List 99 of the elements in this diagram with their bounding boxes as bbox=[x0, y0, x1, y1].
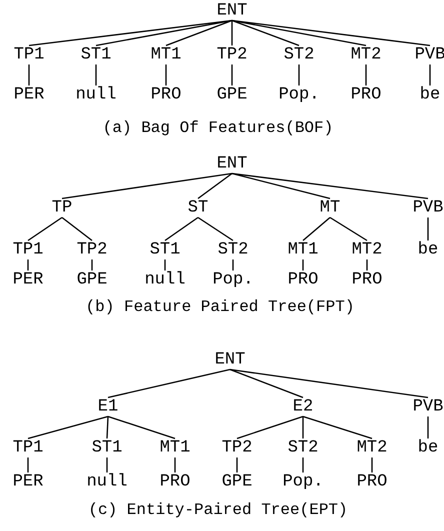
tree-branch-line bbox=[91, 260, 93, 270]
tree-node-label: PER bbox=[14, 86, 44, 104]
tree-branch-line bbox=[166, 20, 232, 46]
tree-node-label: ST1 bbox=[150, 242, 180, 258]
tree-node-label: MT bbox=[320, 200, 340, 216]
tree-branch-line bbox=[429, 64, 431, 86]
tree-branch-line bbox=[232, 20, 430, 46]
tree-node-label: PER bbox=[12, 272, 44, 288]
tree-branch-line bbox=[174, 458, 176, 472]
tree-node-label: be bbox=[418, 242, 438, 258]
tree-node-label: ENT bbox=[214, 352, 246, 368]
tree-node-label: PRO bbox=[350, 86, 382, 104]
tree-branch-line bbox=[198, 172, 232, 200]
tree-node-label: TP1 bbox=[12, 440, 44, 456]
tree-branch-line bbox=[28, 216, 62, 242]
tree-node-label: PVB bbox=[412, 398, 444, 416]
tree-node-label: TP1 bbox=[12, 242, 44, 258]
tree-branch-line bbox=[232, 172, 428, 200]
tree-node-label: ST1 bbox=[92, 440, 122, 456]
tree-branch-line bbox=[232, 260, 234, 270]
tree-branch-line bbox=[302, 260, 304, 270]
tree-node-label: be bbox=[418, 440, 438, 456]
tree-branch-line bbox=[427, 416, 429, 438]
tree-node-label: PRO bbox=[356, 474, 388, 490]
tree-node-label: MT1 bbox=[150, 46, 182, 64]
subfigure-caption: (c) Entity-Paired Tree(EPT) bbox=[88, 502, 348, 518]
tree-branch-line bbox=[62, 172, 232, 200]
tree-branch-line bbox=[28, 20, 232, 46]
tree-node-label: Pop. bbox=[278, 86, 320, 104]
tree-branch-line bbox=[108, 368, 230, 398]
tree-node-label: PER bbox=[12, 474, 44, 490]
tree-branch-line bbox=[231, 20, 233, 46]
tree-branch-line bbox=[371, 458, 373, 472]
tree-branch-line bbox=[28, 64, 30, 86]
tree-node-label: Pop. bbox=[282, 474, 324, 490]
tree-branch-line bbox=[302, 416, 372, 440]
tree-branch-line bbox=[27, 260, 29, 270]
tree-node-label: TP2 bbox=[222, 440, 252, 456]
tree-node-label: E2 bbox=[292, 398, 314, 416]
tree-branch-line bbox=[298, 64, 300, 86]
tree-node-label: PRO bbox=[150, 86, 182, 104]
tree-node-label: ST2 bbox=[218, 242, 248, 258]
tree-node-label: MT2 bbox=[356, 440, 388, 456]
tree-node-label: GPE bbox=[216, 86, 248, 104]
tree-branch-line bbox=[230, 368, 304, 398]
tree-node-label: MT2 bbox=[352, 242, 382, 258]
tree-branch-line bbox=[108, 416, 176, 440]
tree-branch-line bbox=[27, 458, 29, 472]
tree-branch-line bbox=[231, 64, 233, 86]
tree-node-label: ST2 bbox=[288, 440, 318, 456]
tree-branch-line bbox=[232, 20, 366, 46]
tree-branch-line bbox=[236, 458, 238, 472]
tree-branch-line bbox=[198, 216, 234, 242]
tree-branch-line bbox=[232, 172, 330, 200]
tree-branch-line bbox=[302, 217, 330, 241]
tree-node-label: PVB bbox=[412, 200, 444, 216]
tree-node-label: TP2 bbox=[216, 46, 248, 64]
tree-node-label: TP1 bbox=[14, 46, 44, 64]
tree-branch-line bbox=[302, 458, 304, 472]
tree-node-label: ENT bbox=[216, 2, 248, 20]
tree-branch-line bbox=[236, 416, 304, 440]
tree-node-label: null bbox=[144, 272, 186, 288]
tree-node-label: MT2 bbox=[350, 46, 382, 64]
tree-node-label: Pop. bbox=[212, 272, 254, 288]
subfigure-caption: (a) Bag Of Features(BOF) bbox=[102, 120, 334, 136]
tree-node-label: ENT bbox=[216, 156, 248, 172]
tree-branch-line bbox=[330, 216, 368, 242]
tree-branch-line bbox=[96, 20, 232, 46]
tree-node-label: MT1 bbox=[288, 242, 318, 258]
tree-branch-line bbox=[164, 216, 198, 242]
tree-node-label: null bbox=[76, 86, 116, 104]
tree-node-label: TP2 bbox=[76, 242, 108, 258]
tree-node-label: PRO bbox=[288, 272, 318, 288]
tree-branch-line bbox=[62, 216, 92, 242]
tree-branch-line bbox=[366, 260, 368, 270]
tree-branch-line bbox=[106, 416, 109, 439]
tree-node-label: null bbox=[86, 474, 128, 490]
subfigure-caption: (b) Feature Paired Tree(FPT) bbox=[86, 299, 354, 315]
tree-node-label: ST2 bbox=[284, 46, 314, 64]
tree-branch-line bbox=[302, 416, 304, 438]
tree-node-label: GPE bbox=[222, 474, 252, 490]
tree-branch-line bbox=[106, 458, 108, 472]
tree-branch-line bbox=[28, 416, 108, 440]
tree-branch-line bbox=[365, 64, 367, 86]
tree-branch-line bbox=[95, 64, 97, 86]
tree-branch-line bbox=[165, 64, 167, 86]
tree-branch-line bbox=[164, 260, 166, 270]
tree-node-label: ST bbox=[188, 200, 208, 216]
tree-branch-line bbox=[427, 218, 429, 240]
tree-node-label: PRO bbox=[352, 272, 382, 288]
tree-node-label: ST1 bbox=[80, 46, 112, 64]
tree-node-label: E1 bbox=[98, 398, 118, 416]
tree-node-label: MT1 bbox=[160, 440, 190, 456]
tree-node-label: PRO bbox=[160, 474, 190, 490]
tree-branch-line bbox=[230, 368, 428, 398]
tree-branch-line bbox=[232, 20, 300, 46]
tree-node-label: be bbox=[420, 86, 440, 104]
tree-node-label: GPE bbox=[76, 272, 108, 288]
tree-node-label: TP bbox=[52, 200, 72, 216]
